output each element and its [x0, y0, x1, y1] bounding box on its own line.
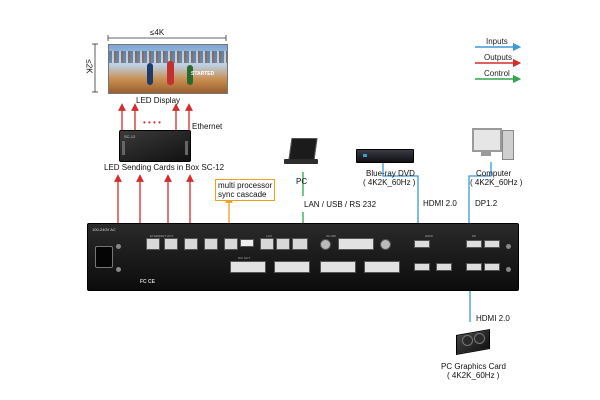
ethernet-port: [146, 238, 160, 250]
display-runner: [167, 61, 174, 85]
control-connection-label: LAN / USB / RS 232: [304, 200, 377, 209]
led-display-screen: STARTED: [108, 44, 228, 94]
cascade-label-line2: sync cascade: [218, 190, 267, 199]
display-runner: [187, 65, 193, 85]
sending-box-handle: [122, 141, 125, 155]
hdmi-bottom-label: HDMI 2.0: [476, 314, 510, 323]
hdmi-out-port: [414, 263, 430, 271]
sdi-port: [380, 239, 391, 250]
rs232-port: [292, 238, 308, 250]
screw-icon: [116, 267, 121, 272]
pc-label: PC: [296, 177, 308, 186]
ethernet-port: [204, 238, 218, 250]
hdmi-in-port: [466, 263, 482, 271]
computer-monitor: [472, 128, 502, 152]
ethernet-port: [184, 238, 198, 250]
gpu-fan: [474, 333, 485, 344]
dvd-player-icon: [356, 149, 414, 163]
gpu-body: [456, 329, 490, 355]
hdmi-out-port: [436, 263, 452, 271]
sending-box-front-text: SC-12: [124, 134, 136, 139]
computer-input-arrow: [465, 162, 492, 242]
ethernet-port: [164, 238, 178, 250]
graphics-card-icon: [452, 326, 492, 356]
section-dp-label: DP: [472, 234, 477, 238]
section-dvi-out-label: DVI OUT: [238, 256, 251, 260]
hdmi-in-port: [484, 263, 500, 271]
dvd-indicator: [363, 154, 367, 157]
display-width-label: ≤4K: [150, 28, 165, 37]
laptop-screen: [288, 138, 318, 160]
section-lan-label: LAN: [266, 234, 272, 238]
output-dots: • • • •: [143, 118, 161, 127]
power-socket: [95, 246, 113, 268]
sending-card-box: SC-12: [119, 130, 191, 162]
sending-box-label: LED Sending Cards in Box SC-12: [104, 163, 225, 172]
dvd-input-arrow: [382, 162, 422, 242]
dvi-out-port: [320, 261, 356, 273]
lan-port: [260, 238, 274, 250]
screw-icon: [506, 244, 511, 249]
display-screen-text: STARTED: [191, 71, 215, 77]
dp-in-port: [484, 240, 500, 248]
dvi-in-port: [338, 238, 374, 250]
section-sdi-label: 3G-SDI: [326, 234, 337, 238]
cascade-port: [224, 238, 238, 250]
display-height-label: ≤2K: [84, 59, 94, 74]
computer-stand: [481, 151, 491, 156]
dvd-label-line1: Blue-ray DVD: [366, 169, 415, 178]
display-runner: [147, 63, 153, 85]
usb-port: [240, 239, 254, 247]
legend-outputs-label: Outputs: [484, 53, 513, 62]
legend-control-label: Control: [484, 69, 510, 78]
gpu-fan: [462, 335, 473, 346]
computer-icon: [472, 128, 514, 162]
laptop-base: [284, 159, 318, 164]
video-processor-chassis: 100-240V AC FC CE ETHERNET OUT LAN 3G-SD…: [87, 223, 519, 291]
computer-label-line2: ( 4K2K_60Hz ): [470, 178, 523, 187]
dvi-out-port: [364, 261, 400, 273]
output-arrows-display: [118, 103, 193, 130]
dvd-label-line2: ( 4K2K_60Hz ): [363, 178, 416, 187]
section-ethernet-label: ETHERNET OUT: [150, 234, 174, 238]
dp-top-label: DP1.2: [475, 199, 498, 208]
gpu-label-line2: ( 4K2K_60Hz ): [447, 371, 500, 380]
lan-port: [276, 238, 290, 250]
gpu-label-line1: PC Graphics Card: [441, 362, 506, 371]
power-label: 100-240V AC: [92, 227, 116, 232]
dp-in-port: [466, 240, 482, 248]
section-hdmi-label: HDMI: [425, 234, 433, 238]
computer-tower: [502, 130, 514, 160]
hdmi-in-port: [414, 240, 430, 248]
pc-laptop-icon: [284, 138, 320, 172]
dvi-out-port: [230, 261, 266, 273]
cert-marks: FC CE: [140, 279, 155, 285]
legend-inputs-label: Inputs: [486, 37, 508, 46]
display-title: LED Display: [136, 96, 181, 105]
ethernet-label: Ethernet: [192, 122, 223, 131]
sending-box-handle: [185, 141, 188, 155]
computer-label-line1: Computer: [476, 169, 512, 178]
display-crowd: [109, 51, 227, 63]
sdi-port: [320, 239, 331, 250]
cascade-label-line1: multi processor: [218, 181, 273, 190]
dvi-out-port: [274, 261, 310, 273]
cascade-box: multi processor sync cascade: [215, 179, 275, 201]
screw-icon: [116, 244, 121, 249]
screw-icon: [506, 267, 511, 272]
hdmi-top-label: HDMI 2.0: [423, 199, 457, 208]
